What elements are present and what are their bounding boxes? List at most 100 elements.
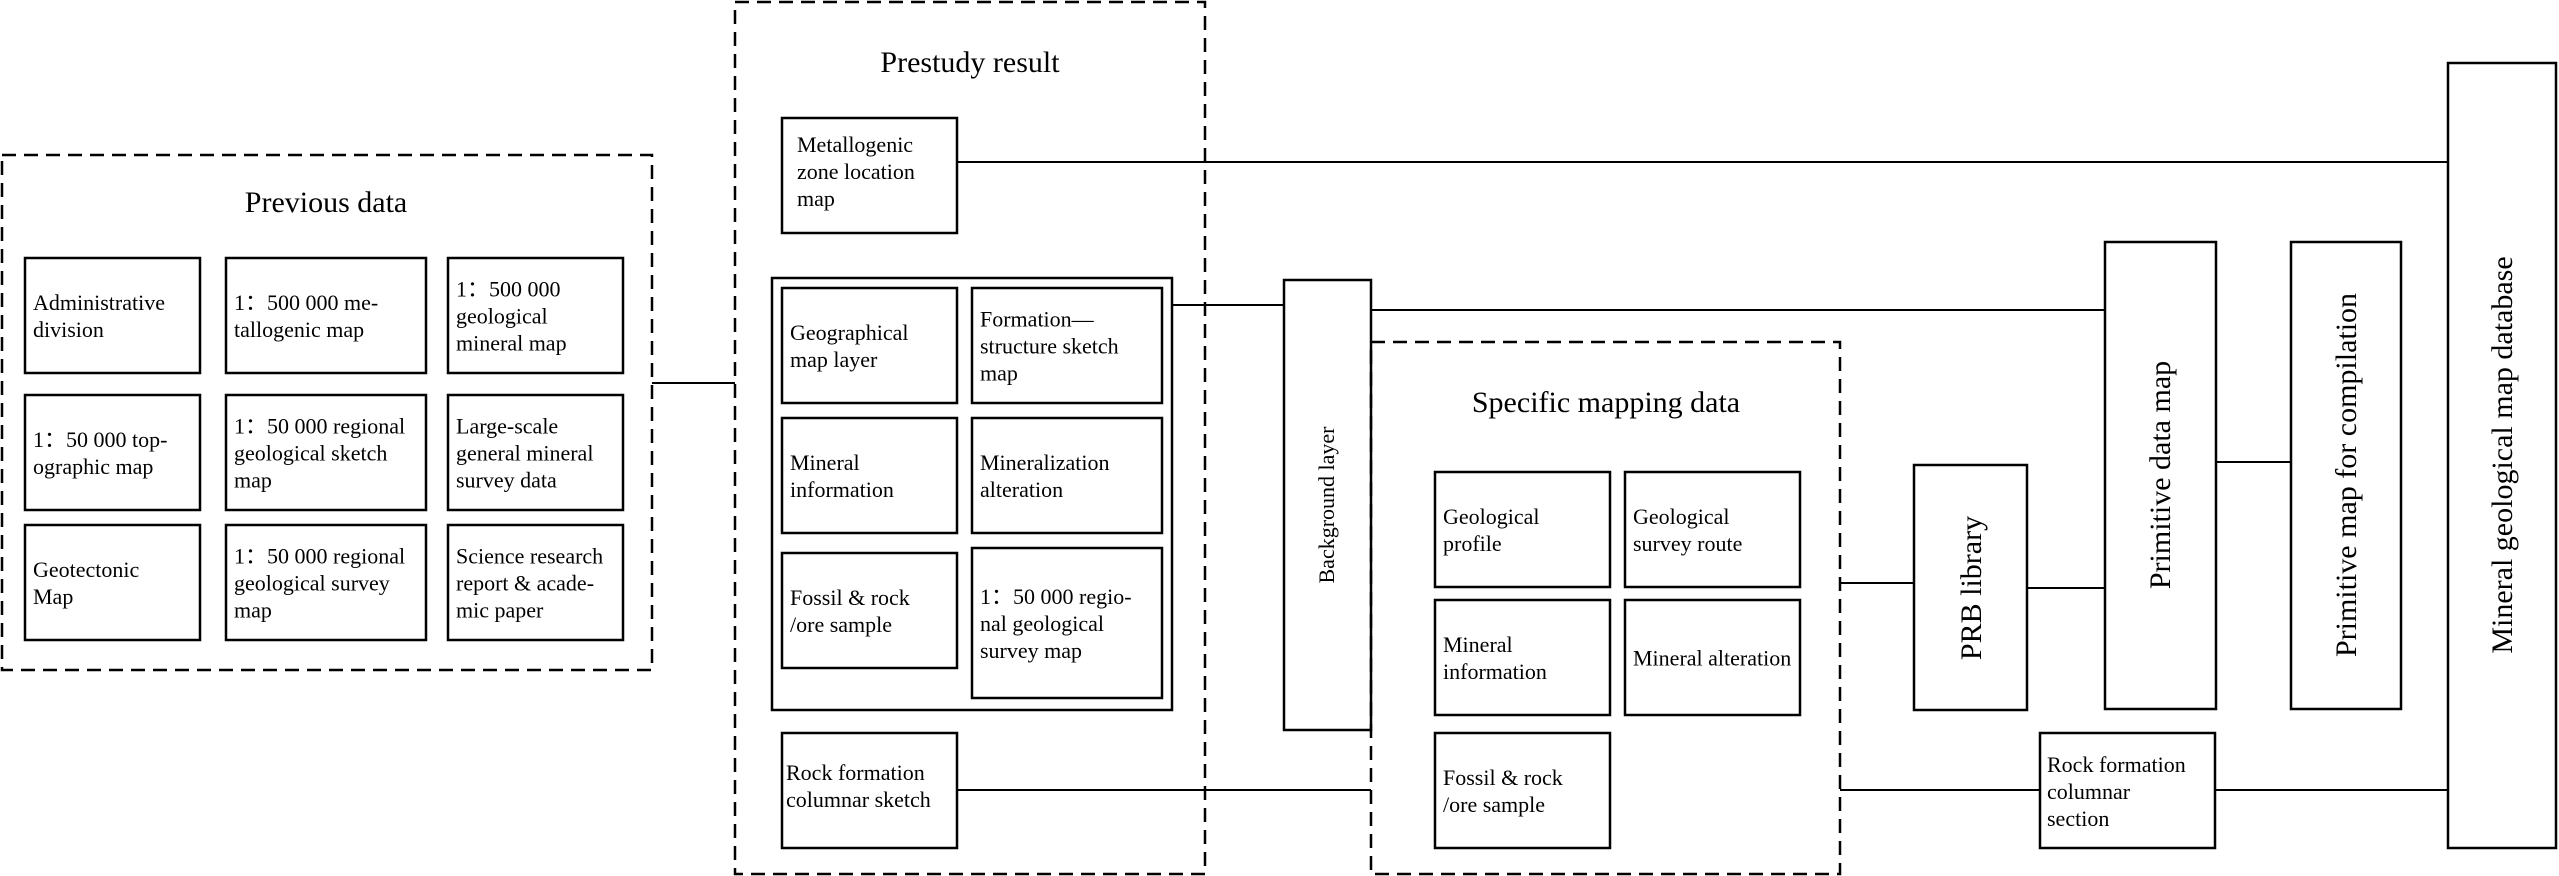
previous-data-title: Previous data xyxy=(245,186,407,219)
rock-columnar-section-box xyxy=(2038,731,2217,850)
metallogenic-zone-line: Metallogenic xyxy=(797,132,913,157)
previous-item-line: report & acade- xyxy=(456,571,594,596)
prestudy-item-line: survey map xyxy=(980,638,1082,663)
prestudy-title: Prestudy result xyxy=(880,46,1060,79)
previous-item-line: Map xyxy=(33,584,73,609)
background-layer-node: Background layer xyxy=(1282,278,1373,732)
rock-columnar-section-line: section xyxy=(2047,806,2109,831)
previous-item-line: tallogenic map xyxy=(234,317,364,342)
specific-item-box xyxy=(1433,598,1612,717)
previous-item-line: 1：50 000 top- xyxy=(33,427,167,452)
previous-item-line: ographic map xyxy=(33,454,153,479)
previous-item-box xyxy=(224,393,428,512)
prestudy-item-line: structure sketch xyxy=(980,334,1119,359)
prb-library-node: PRB library xyxy=(1912,463,2029,712)
rock-formation-sketch-box xyxy=(780,731,959,850)
previous-item-line: Administrative xyxy=(33,290,165,315)
background-layer-box xyxy=(1282,278,1373,732)
previous-item-box xyxy=(224,523,428,642)
specific-mapping-group: Specific mapping data GeologicalprofileG… xyxy=(1369,340,1842,876)
prb-library-label: PRB library xyxy=(1955,516,1988,660)
rock-formation-sketch-line: columnar sketch xyxy=(786,787,931,812)
previous-item-line: survey data xyxy=(456,468,557,493)
specific-item-box xyxy=(1623,470,1802,589)
specific-item-line: profile xyxy=(1443,531,1502,556)
prestudy-item-box xyxy=(780,416,959,535)
prestudy-item-line: nal geological xyxy=(980,611,1104,636)
prestudy-item-line: 1：50 000 regio- xyxy=(980,584,1132,609)
previous-item-box xyxy=(224,256,428,375)
prestudy-item-line: Formation— xyxy=(980,307,1095,332)
rock-columnar-section-line: Rock formation xyxy=(2047,752,2186,777)
specific-item-line: Fossil & rock xyxy=(1443,765,1563,790)
primitive-compilation-box xyxy=(2289,240,2403,711)
specific-mapping-title: Specific mapping data xyxy=(1472,386,1740,419)
previous-item-line: mineral map xyxy=(456,331,567,356)
prestudy-item-box xyxy=(970,286,1164,405)
previous-item-line: 1：500 000 xyxy=(456,277,561,302)
metallogenic-zone-line: map xyxy=(797,186,835,211)
prestudy-item-box xyxy=(970,546,1164,700)
prestudy-item-line: Fossil & rock xyxy=(790,585,910,610)
prestudy-item-line: alteration xyxy=(980,477,1063,502)
previous-item-line: 1：500 000 me- xyxy=(234,290,378,315)
specific-item-line: Mineral alteration xyxy=(1633,646,1791,671)
previous-item-box xyxy=(23,523,202,642)
previous-item-box xyxy=(23,256,202,375)
prb-library-box xyxy=(1912,463,2029,712)
specific-item-line: Mineral xyxy=(1443,632,1513,657)
previous-data-frame xyxy=(0,153,654,672)
previous-item-box xyxy=(446,393,625,512)
prestudy-item-line: Mineral xyxy=(790,450,860,475)
primitive-compilation-node: Primitive map for compilation xyxy=(2289,240,2403,711)
previous-item-line: geological survey xyxy=(234,571,390,596)
specific-item-line: Geological xyxy=(1443,504,1540,529)
previous-item-line: map xyxy=(234,468,272,493)
previous-item-line: Large-scale xyxy=(456,414,558,439)
previous-item-line: 1：50 000 regional xyxy=(234,414,405,439)
previous-item-line: Geotectonic xyxy=(33,557,140,582)
previous-item-line: division xyxy=(33,317,104,342)
specific-item-box xyxy=(1623,598,1802,717)
specific-item-box xyxy=(1433,731,1612,850)
specific-item-line: survey route xyxy=(1633,531,1742,556)
specific-item-line: /ore sample xyxy=(1443,792,1545,817)
primitive-data-map-box xyxy=(2103,240,2218,711)
previous-item-line: Science research xyxy=(456,544,603,569)
background-layer-label: Background layer xyxy=(1314,426,1339,584)
previous-item-box xyxy=(446,523,625,642)
database-label: Mineral geological map database xyxy=(2486,256,2519,653)
prestudy-item-box xyxy=(970,416,1164,535)
prestudy-item-line: /ore sample xyxy=(790,612,892,637)
metallogenic-zone-line: zone location xyxy=(797,159,915,184)
specific-mapping-frame xyxy=(1369,340,1842,876)
prestudy-item-line: map layer xyxy=(790,347,878,372)
prestudy-item-line: Mineralization xyxy=(980,450,1110,475)
database-box xyxy=(2446,61,2558,850)
primitive-data-map-label: Primitive data map xyxy=(2144,361,2177,589)
prestudy-item-line: information xyxy=(790,477,894,502)
previous-item-line: general mineral xyxy=(456,441,593,466)
previous-item-line: mic paper xyxy=(456,598,544,623)
prestudy-frame xyxy=(733,0,1207,876)
specific-item-box xyxy=(1433,470,1612,589)
prestudy-item-line: map xyxy=(980,361,1018,386)
specific-item-line: Geological xyxy=(1633,504,1730,529)
primitive-data-map-node: Primitive data map xyxy=(2103,240,2218,711)
prestudy-item-line: Geographical xyxy=(790,320,909,345)
previous-item-line: map xyxy=(234,598,272,623)
rock-formation-sketch-line: Rock formation xyxy=(786,760,925,785)
rock-columnar-section-line: columnar xyxy=(2047,779,2131,804)
previous-item-box xyxy=(23,393,202,512)
previous-item-line: geological xyxy=(456,304,548,329)
primitive-compilation-label: Primitive map for compilation xyxy=(2330,293,2363,657)
previous-item-line: 1：50 000 regional xyxy=(234,544,405,569)
database-node: Mineral geological map database xyxy=(2446,61,2558,850)
previous-item-box xyxy=(446,256,625,375)
prestudy-item-box xyxy=(780,286,959,405)
metallogenic-zone-box xyxy=(780,116,959,235)
